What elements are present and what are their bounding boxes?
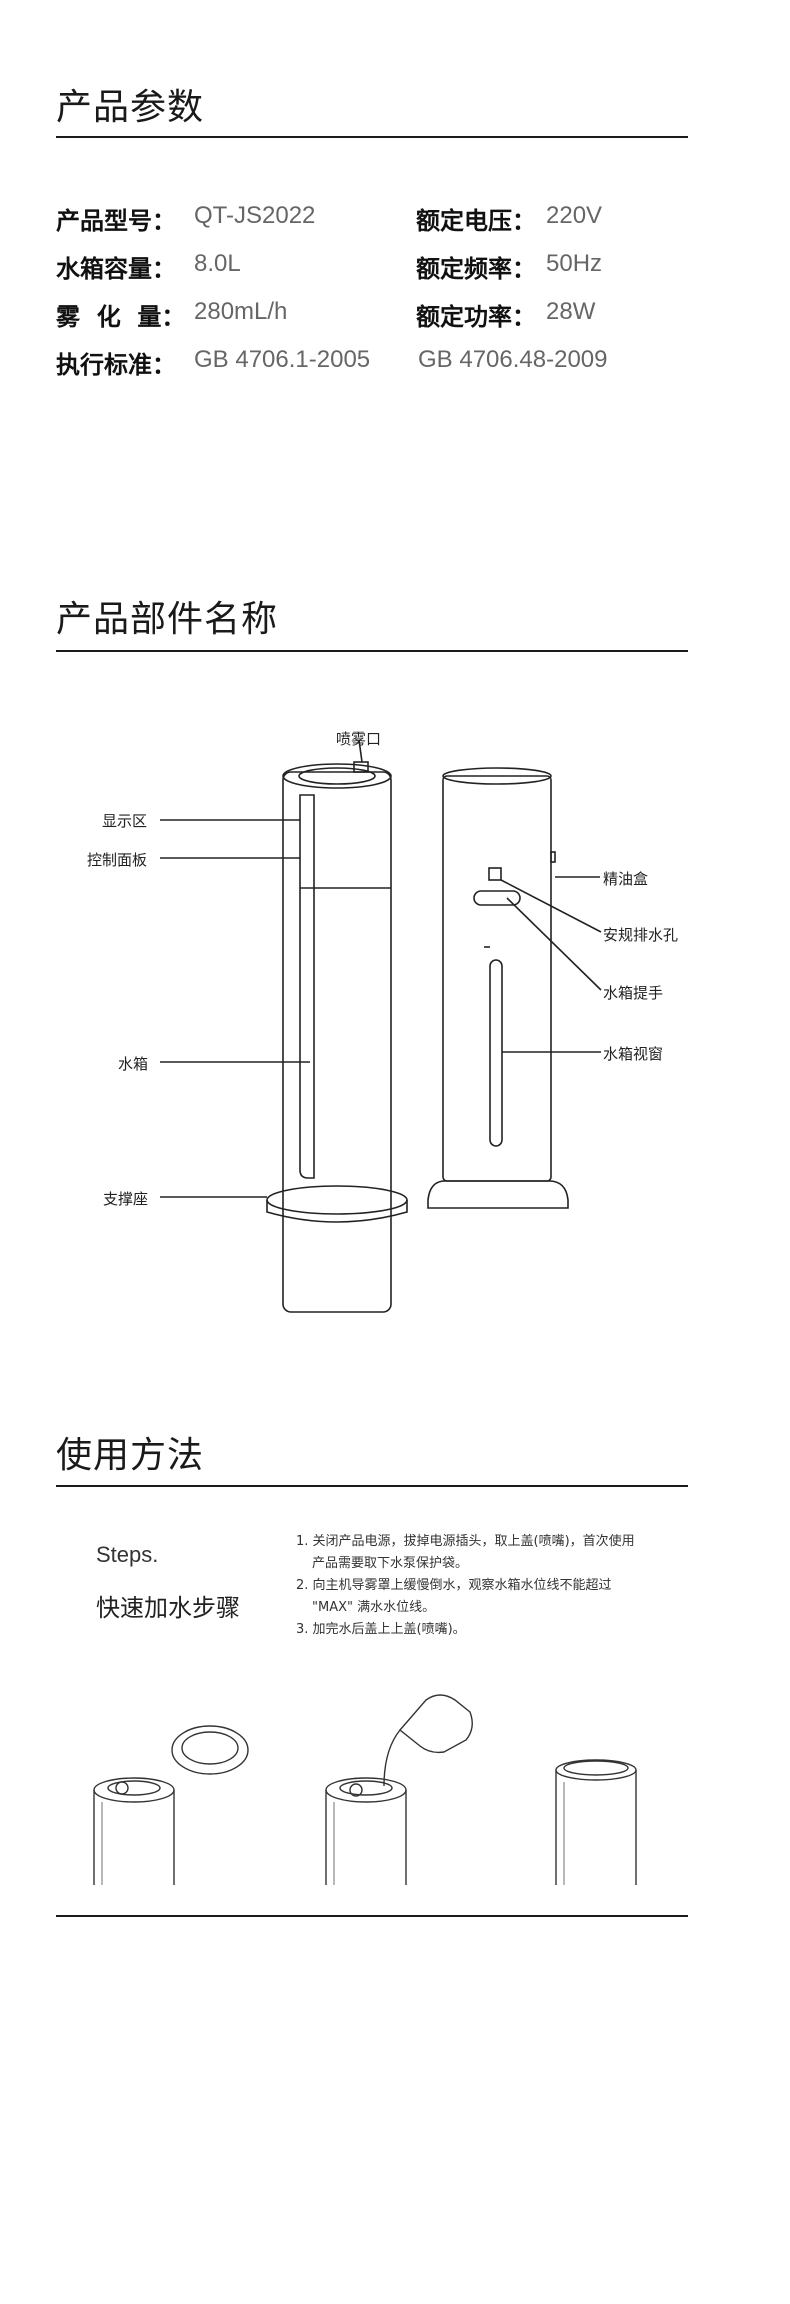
back-top — [442, 767, 552, 785]
usage-divider — [56, 1485, 688, 1487]
drain-handle — [473, 890, 521, 906]
spec-value-power: 28W — [546, 298, 596, 325]
front-tank-strip — [299, 794, 315, 1179]
oil-box-slot — [488, 867, 502, 881]
steps-illustration — [93, 1694, 637, 1885]
spec-value-mist: 280mL/h — [194, 298, 288, 325]
spec-label-voltage: 额定电压： — [416, 207, 536, 235]
front-top-rim — [282, 763, 392, 789]
label-drain-hole: 安规排水孔 — [603, 926, 679, 944]
leader-drain — [500, 879, 602, 933]
step1-lid — [171, 1725, 249, 1775]
usage-title: 使用方法 — [56, 1435, 205, 1476]
step3-unit — [555, 1759, 637, 1885]
step-3-line-1: 3. 加完水后盖上上盖(喷嘴)。 — [296, 1622, 466, 1637]
label-tank-handle: 水箱提手 — [603, 984, 664, 1002]
step-2-line-1: 2. 向主机导雾罩上缓慢倒水，观察水箱水位线不能超过 — [296, 1578, 612, 1593]
label-tank-window: 水箱视窗 — [603, 1045, 664, 1063]
step2-pitcher — [398, 1694, 473, 1754]
humidifier-front-diagram — [160, 739, 408, 1313]
back-body — [442, 775, 552, 1182]
back-base — [427, 1180, 569, 1209]
usage-bottom-divider — [56, 1915, 688, 1917]
spec-label-frequency: 额定频率： — [416, 255, 536, 283]
leader-spray — [358, 739, 363, 763]
parts-title: 产品部件名称 — [56, 599, 279, 640]
spec-value-capacity: 8.0L — [194, 250, 241, 277]
front-top-inner — [298, 767, 376, 785]
step-1-line-2: 产品需要取下水泵保护袋。 — [312, 1556, 469, 1571]
humidifier-back-diagram — [427, 767, 602, 1209]
params-title: 产品参数 — [56, 87, 205, 128]
spec-label-capacity: 水箱容量： — [56, 255, 176, 283]
spec-label-model: 产品型号： — [56, 207, 176, 235]
label-spray-outlet: 喷雾口 — [336, 730, 382, 748]
step1-unit — [93, 1777, 175, 1885]
params-divider — [56, 136, 688, 138]
front-base-side — [266, 1200, 408, 1223]
parts-divider — [56, 650, 688, 652]
label-display: 显示区 — [102, 812, 148, 830]
label-base: 支撑座 — [103, 1190, 149, 1208]
spec-value-standard-2: GB 4706.48-2009 — [418, 346, 608, 373]
spec-value-standard-1: GB 4706.1-2005 — [194, 346, 371, 373]
front-body — [282, 771, 392, 1313]
side-tab — [550, 851, 556, 863]
spec-label-standard: 执行标准： — [56, 351, 176, 379]
spray-nozzle — [353, 761, 369, 773]
steps-heading-en: Steps. — [96, 1542, 159, 1567]
tank-window — [489, 959, 503, 1147]
step2-unit — [325, 1729, 407, 1885]
steps-heading-cn: 快速加水步骤 — [96, 1594, 240, 1622]
label-water-tank: 水箱 — [118, 1055, 149, 1073]
spec-value-model: QT-JS2022 — [194, 202, 316, 229]
spec-label-power: 额定功率： — [416, 303, 536, 331]
spec-value-frequency: 50Hz — [546, 250, 603, 277]
step-2-line-2: "MAX" 满水水位线。 — [312, 1600, 436, 1615]
label-oil-box: 精油盒 — [603, 870, 649, 888]
spec-value-voltage: 220V — [546, 202, 603, 229]
spec-label-mist: 雾 化 量： — [56, 303, 186, 331]
leader-handle — [506, 897, 602, 991]
step-1-line-1: 1. 关闭产品电源，拔掉电源插头，取上盖(喷嘴)，首次使用 — [296, 1534, 635, 1549]
label-control-panel: 控制面板 — [87, 851, 148, 869]
